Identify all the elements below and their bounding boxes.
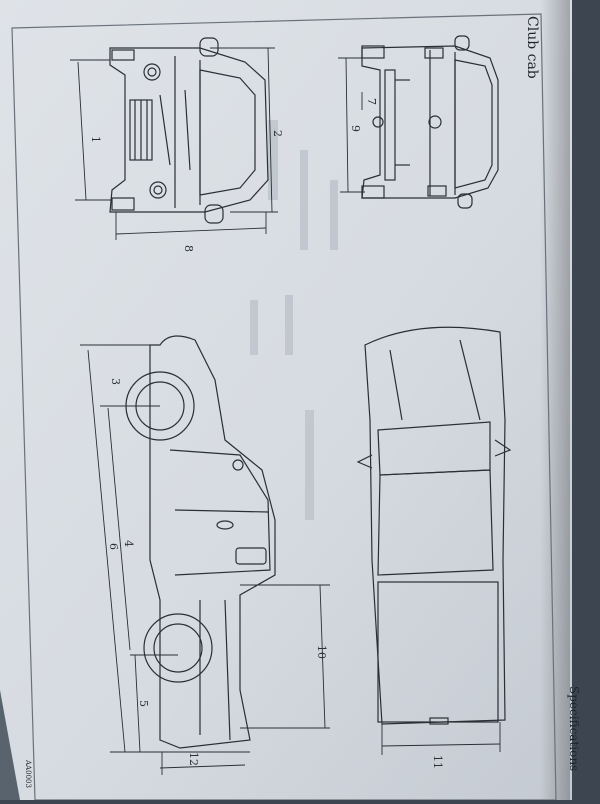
- dim-label-6: 6: [107, 543, 120, 550]
- image-code: AA0003: [24, 759, 32, 788]
- dim-label-12: 12: [187, 752, 200, 766]
- side-view: [125, 335, 276, 749]
- dim-label-2: 2: [271, 130, 284, 137]
- front-dimension-lines: [70, 47, 278, 240]
- page-bottom-edge: [0, 690, 20, 800]
- side-dimension-lines: [80, 344, 330, 775]
- front-view: [109, 37, 269, 224]
- dim-label-10: 10: [315, 645, 328, 659]
- running-header: Specifications: [567, 686, 581, 771]
- dim-label-9: 9: [349, 125, 362, 132]
- page-edge-shadow: [540, 0, 570, 800]
- rear-view: [361, 35, 499, 209]
- dim-label-7: 7: [365, 98, 378, 105]
- rear-dimension-lines: [338, 57, 365, 193]
- show-through-text: [250, 120, 338, 520]
- dim-label-4: 4: [122, 540, 135, 547]
- dim-label-5: 5: [137, 700, 150, 707]
- dim-label-3: 3: [109, 378, 122, 385]
- section-title: Club cab: [524, 16, 540, 79]
- dim-label-11: 11: [431, 755, 444, 769]
- dim-label-8: 8: [182, 245, 195, 252]
- binding-strip: [572, 0, 600, 800]
- dim-label-1: 1: [89, 136, 102, 143]
- top-dimension-lines: [381, 722, 501, 755]
- top-view: [356, 326, 512, 725]
